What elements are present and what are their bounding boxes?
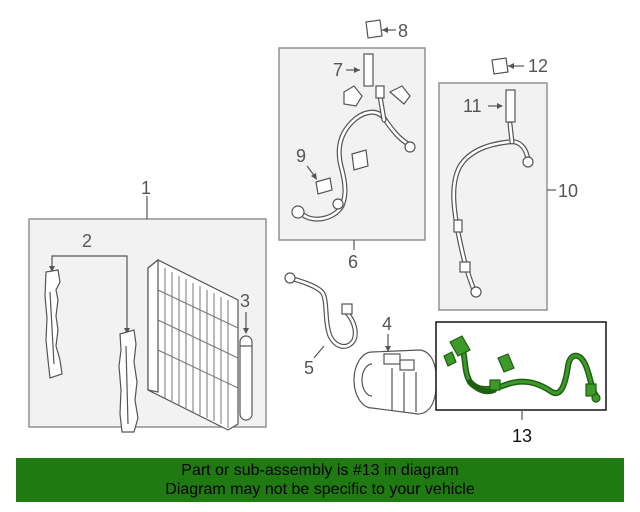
callout-9[interactable]: 9	[296, 146, 306, 166]
charge-valve-11	[505, 89, 516, 123]
receiver-dryer	[239, 335, 253, 421]
highlighted-hose-13	[443, 335, 601, 403]
callout-13[interactable]: 13	[512, 426, 532, 446]
group-box-6	[278, 47, 426, 241]
callout-6[interactable]: 6	[348, 252, 358, 272]
callout-5[interactable]: 5	[304, 358, 314, 378]
callout-8[interactable]: 8	[398, 21, 408, 41]
compressor-4	[353, 349, 438, 415]
side-bracket-left	[44, 269, 63, 379]
callout-12[interactable]: 12	[528, 56, 548, 76]
banner-line-2: Diagram may not be specific to your vehi…	[165, 481, 475, 498]
valve-cap-12	[491, 57, 509, 75]
callout-1[interactable]: 1	[141, 178, 151, 198]
condenser-core	[147, 258, 239, 431]
charge-valve-7	[363, 53, 374, 87]
callout-7[interactable]: 7	[333, 60, 343, 80]
info-banner: Part or sub-assembly is #13 in diagram D…	[16, 458, 624, 502]
callout-2[interactable]: 2	[82, 231, 92, 251]
switch-9	[315, 177, 333, 195]
callout-3[interactable]: 3	[240, 291, 250, 311]
callout-11[interactable]: 11	[463, 96, 482, 116]
valve-cap-8	[365, 19, 383, 39]
group-box-13	[435, 321, 607, 411]
callout-4[interactable]: 4	[382, 314, 392, 334]
callout-10[interactable]: 10	[558, 181, 578, 201]
side-bracket-right	[118, 329, 139, 433]
group-box-10	[438, 82, 548, 311]
banner-line-1: Part or sub-assembly is #13 in diagram	[181, 462, 459, 479]
